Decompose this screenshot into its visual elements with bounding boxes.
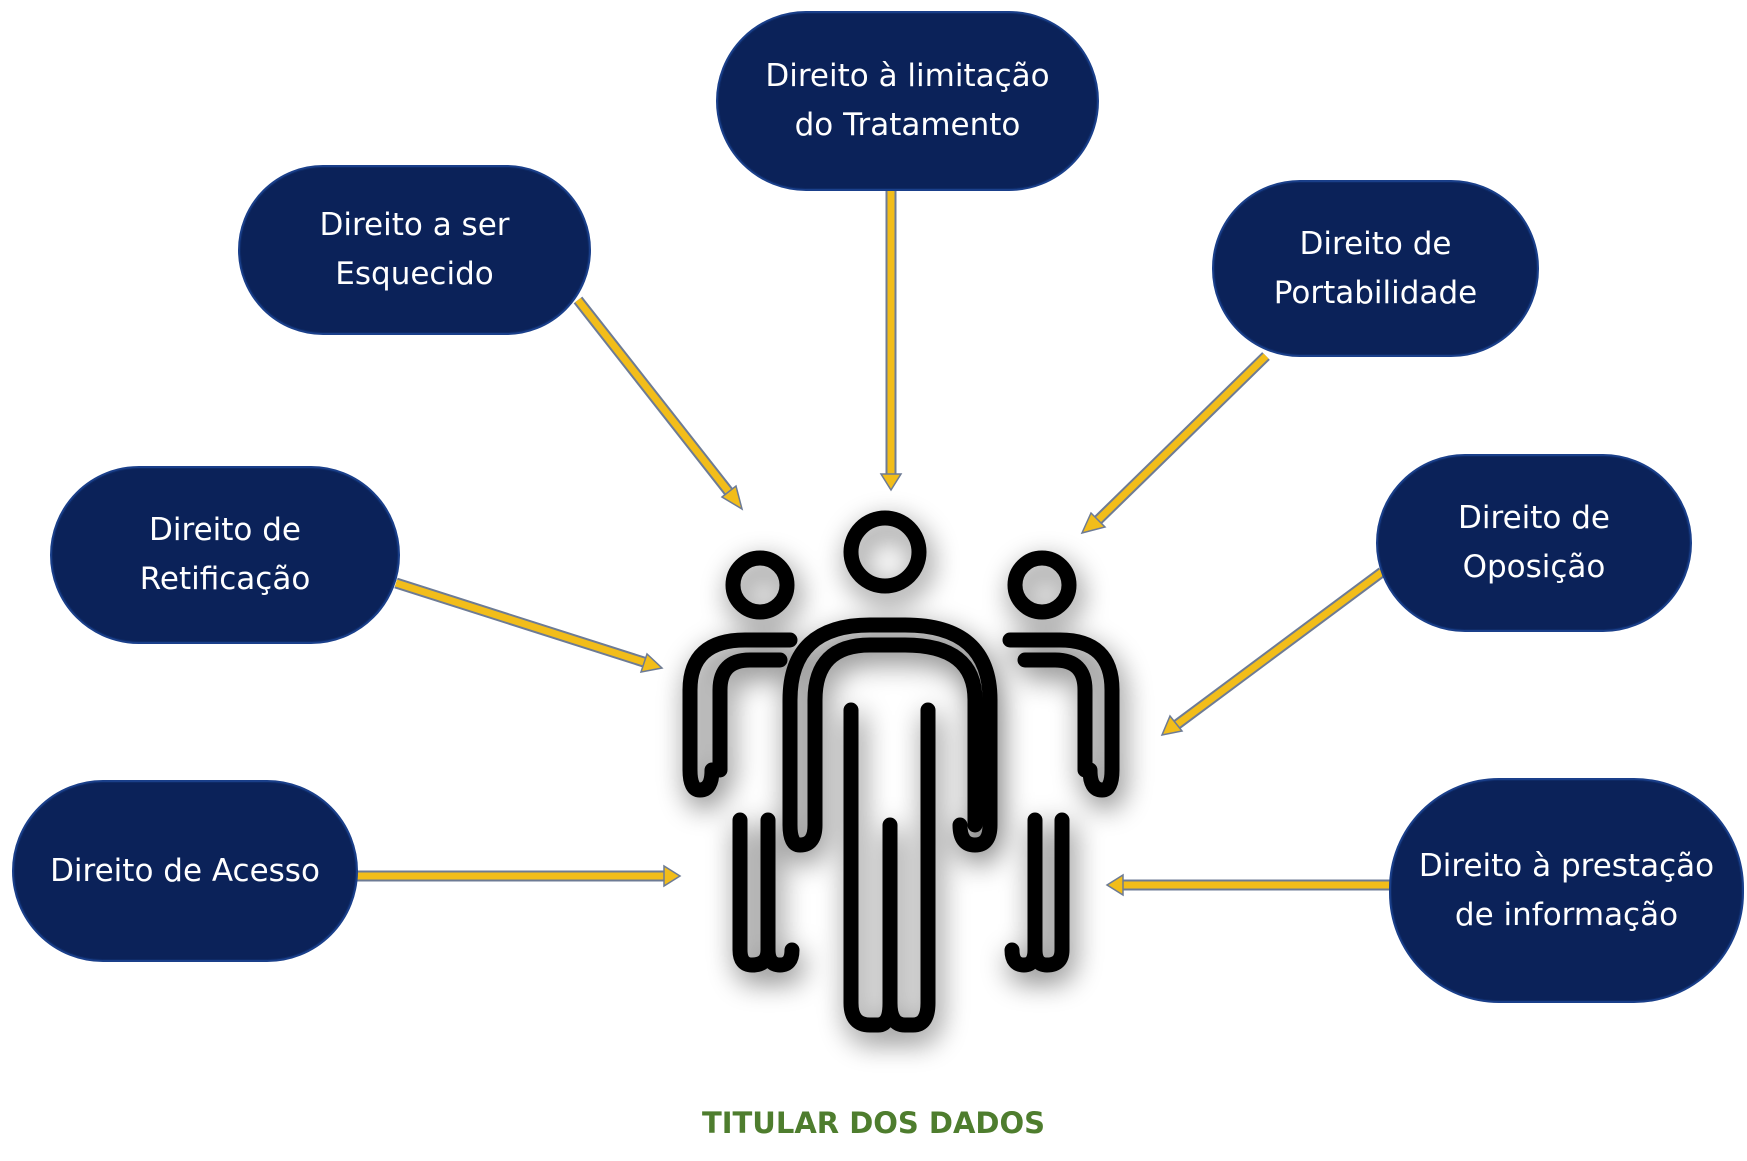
arrow-retificacao [394,577,664,673]
node-informacao: Direito à prestação de informação [1389,778,1744,1003]
node-informacao-label: Direito à prestação de informação [1418,847,1715,933]
arrow-esquecido [573,296,744,511]
arrow-oposicao [1160,567,1386,737]
people-group-icon [682,510,1120,1033]
node-oposicao: Direito de Oposição [1376,454,1692,632]
node-acesso-label: Direito de Acesso [50,852,320,889]
center-label: TITULAR DOS DADOS [701,1106,1046,1140]
node-esquecido: Direito a ser Esquecido [238,165,591,335]
arrow-limitacao [879,190,903,492]
arrow-portabilidade [1080,352,1270,535]
node-acesso: Direito de Acesso [12,780,358,962]
arrow-informacao [1105,873,1390,897]
node-esquecido-label: Direito a ser Esquecido [319,207,510,292]
arrow-acesso [355,864,682,888]
node-retificacao-label: Direito de Retificação [139,512,311,597]
node-portabilidade-label: Direito de Portabilidade [1273,225,1478,311]
node-portabilidade: Direito de Portabilidade [1212,180,1539,357]
arrows [355,190,1390,897]
node-retificacao: Direito de Retificação [50,466,400,644]
node-oposicao-label: Direito de Oposição [1458,500,1610,585]
node-limitacao-tratamento: Direito à limitação do Tratamento [716,11,1099,191]
node-limitacao-label: Direito à limitação do Tratamento [765,58,1050,143]
